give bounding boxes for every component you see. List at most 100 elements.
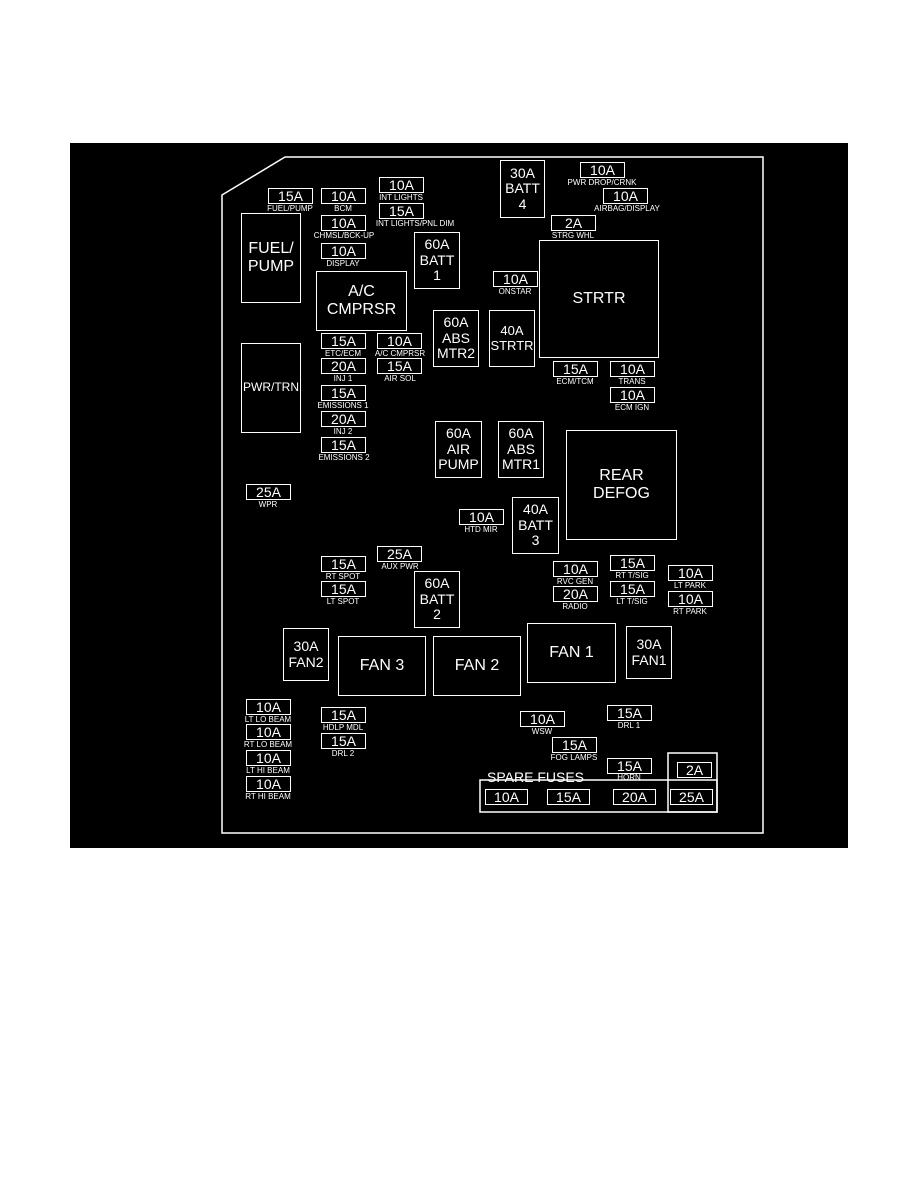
fuse-air-sol: 15A (377, 358, 422, 374)
maxi-fuse-fan1-30a: 30A FAN1 (626, 626, 672, 679)
fuse-label-rt-park: RT PARK (673, 607, 707, 616)
fuse-label-rt-spot: RT SPOT (325, 572, 361, 581)
maxi-fuse-abs-mtr1: 60A ABS MTR1 (498, 421, 544, 478)
fuse-label-radio: RADIO (562, 602, 588, 611)
fuse-label-rt-lo-beam: RT LO BEAM (243, 740, 293, 749)
spare-fuse-10a: 10A (485, 789, 528, 805)
relay-strtr: STRTR (539, 240, 659, 358)
fuse-label-chmsl: CHMSL/BCK-UP (313, 231, 375, 240)
maxi-fuse-fan2-30a: 30A FAN2 (283, 628, 329, 681)
spare-2a-frame (667, 752, 718, 813)
fuse-rvc-gen: 10A (553, 561, 598, 577)
fuse-pwr-drop: 10A (580, 162, 625, 178)
fuse-airbag: 10A (603, 188, 648, 204)
fuse-label-ecm-ign: ECM IGN (614, 403, 650, 412)
fuse-fuel-pump: 15A (268, 188, 313, 204)
fuse-label-rt-hi-beam: RT HI BEAM (245, 792, 291, 801)
fuse-hdlp-mdl: 15A (321, 707, 366, 723)
maxi-fuse-batt2: 60A BATT 2 (414, 571, 460, 628)
maxi-fuse-batt1: 60A BATT 1 (414, 232, 460, 289)
fuse-drl2: 15A (321, 733, 366, 749)
fuse-label-airbag: AIRBAG/DISPLAY (594, 204, 660, 213)
fuse-label-aux-pwr: AUX PWR (381, 562, 419, 571)
fuse-label-bcm: BCM (334, 204, 352, 213)
fuse-fog-lamps: 15A (552, 737, 597, 753)
fuse-emissions1: 15A (321, 385, 366, 401)
fuse-display: 10A (321, 243, 366, 259)
fuse-wpr: 25A (246, 484, 291, 500)
fuse-label-wsw: WSW (531, 727, 553, 736)
fuse-label-rvc-gen: RVC GEN (556, 577, 594, 586)
fuse-label-hdlp-mdl: HDLP MDL (322, 723, 364, 732)
fuse-rt-tsig: 15A (610, 555, 655, 571)
fuse-rt-hi-beam: 10A (246, 776, 291, 792)
fuse-label-fuel-pump: FUEL/PUMP (267, 204, 313, 213)
fuse-label-inj2: INJ 2 (333, 427, 353, 436)
relay-ac-cmprsr: A/C CMPRSR (316, 271, 407, 331)
fuse-label-emissions2: EMISSIONS 2 (318, 453, 370, 462)
fuse-label-ecm-tcm: ECM/TCM (556, 377, 594, 386)
fuse-int-lights: 10A (379, 177, 424, 193)
fuse-htd-mir: 10A (459, 509, 504, 525)
spare-fuse-2a: 2A (677, 762, 712, 778)
fuse-label-emissions1: EMISSIONS 1 (317, 401, 369, 410)
fuse-inj2: 20A (321, 411, 366, 427)
fuse-horn: 15A (607, 758, 652, 774)
relay-fan1: FAN 1 (527, 623, 616, 683)
fuse-label-inj1: INJ 1 (333, 374, 353, 383)
fuse-int-lights-pnl-dim: 15A (379, 203, 424, 219)
fuse-lt-spot: 15A (321, 581, 366, 597)
fuse-aux-pwr: 25A (377, 546, 422, 562)
relay-fan3: FAN 3 (338, 636, 426, 696)
fuse-label-int-lights: INT LIGHTS (379, 193, 423, 202)
fuse-ecm-tcm: 15A (553, 361, 598, 377)
fuse-label-fog-lamps: FOG LAMPS (550, 753, 598, 762)
fuse-label-strg-whl: STRG WHL (551, 231, 595, 240)
fuse-label-pwr-drop: PWR DROP/CRNK (567, 178, 637, 187)
fuse-block-outline (221, 156, 764, 834)
fuse-label-lt-park: LT PARK (673, 581, 707, 590)
fuse-label-horn: HORN (617, 773, 641, 782)
fuse-label-lt-tsig: LT T/SIG (616, 597, 648, 606)
fuse-onstar: 10A (493, 271, 538, 287)
fuse-label-ac-cmprsr: A/C CMPRSR (374, 349, 426, 358)
spare-fuses-title: SPARE FUSES (487, 769, 584, 785)
maxi-fuse-batt4: 30A BATT 4 (500, 160, 545, 218)
fuse-ac-cmprsr: 10A (377, 333, 422, 349)
fuse-trans: 10A (610, 361, 655, 377)
fuse-label-lt-spot: LT SPOT (326, 597, 360, 606)
fuse-label-air-sol: AIR SOL (384, 374, 416, 383)
maxi-fuse-batt3: 40A BATT 3 (512, 497, 559, 554)
fuse-drl1: 15A (607, 705, 652, 721)
fuse-label-htd-mir: HTD MIR (464, 525, 498, 534)
fuse-lt-lo-beam: 10A (246, 699, 291, 715)
maxi-fuse-air-pump: 60A AIR PUMP (435, 421, 482, 478)
fuse-label-trans: TRANS (618, 377, 646, 386)
fuse-emissions2: 15A (321, 437, 366, 453)
fuse-label-lt-hi-beam: LT HI BEAM (246, 766, 290, 775)
fuse-label-lt-lo-beam: LT LO BEAM (244, 715, 292, 724)
maxi-fuse-abs-mtr2: 60A ABS MTR2 (433, 310, 479, 367)
fuse-wsw: 10A (520, 711, 565, 727)
relay-rear-defog: REAR DEFOG (566, 430, 677, 540)
fuse-label-rt-tsig: RT T/SIG (615, 571, 649, 580)
fuse-etc-ecm: 15A (321, 333, 366, 349)
fuse-lt-park: 10A (668, 565, 713, 581)
fuse-lt-tsig: 15A (610, 581, 655, 597)
fuse-rt-spot: 15A (321, 556, 366, 572)
fuse-inj1: 20A (321, 358, 366, 374)
fuse-label-display: DISPLAY (326, 259, 360, 268)
fuse-chmsl: 10A (321, 215, 366, 231)
fuse-label-drl1: DRL 1 (617, 721, 641, 730)
fuse-strg-whl: 2A (551, 215, 596, 231)
fuse-label-drl2: DRL 2 (331, 749, 355, 758)
fuse-label-int-lights-pnl-dim: INT LIGHTS/PNL DIM (375, 219, 455, 228)
spare-fuse-15a: 15A (547, 789, 590, 805)
fuse-bcm: 10A (321, 188, 366, 204)
relay-fan2: FAN 2 (433, 636, 521, 696)
fuse-lt-hi-beam: 10A (246, 750, 291, 766)
fuse-label-wpr: WPR (258, 500, 278, 509)
fuse-label-onstar: ONSTAR (498, 287, 532, 296)
fuse-radio: 20A (553, 586, 598, 602)
relay-fuel-pump: FUEL/ PUMP (241, 213, 301, 303)
